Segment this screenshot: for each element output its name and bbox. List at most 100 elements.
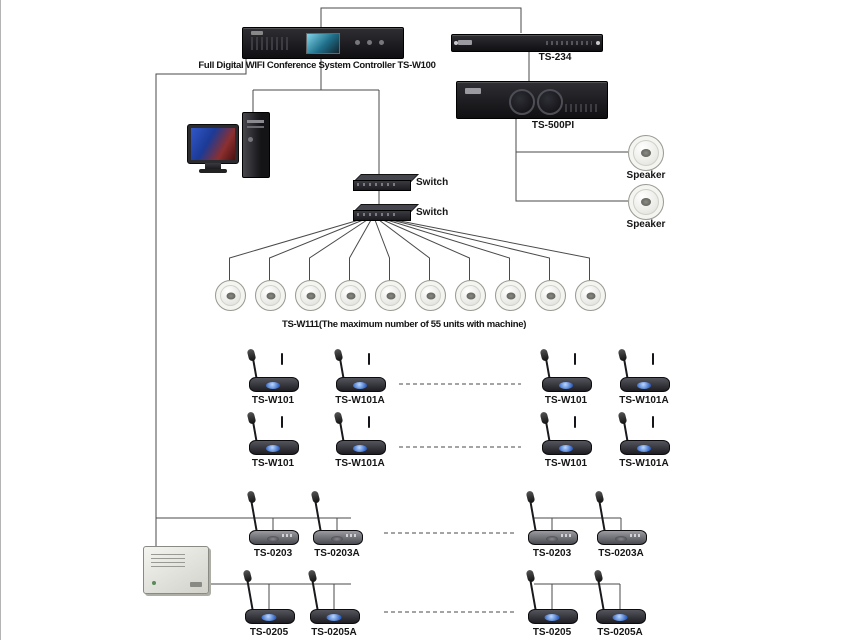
antenna bbox=[368, 416, 370, 428]
mic-label: TS-W101A bbox=[335, 458, 385, 469]
mic-label: TS-0205 bbox=[532, 627, 572, 638]
wifi-unit bbox=[255, 280, 286, 311]
mic-label: TS-W101A bbox=[619, 395, 669, 406]
mic-capsule bbox=[617, 348, 628, 362]
screw bbox=[596, 41, 600, 45]
mic-display bbox=[612, 614, 628, 621]
wifi-unit bbox=[575, 280, 606, 311]
amp-dial bbox=[537, 89, 563, 115]
mic-display bbox=[353, 445, 367, 452]
mic-capsule bbox=[246, 348, 257, 362]
knob bbox=[379, 40, 384, 45]
vent-grille bbox=[546, 41, 592, 45]
mic-label: TS-W101 bbox=[251, 458, 295, 469]
monitor-base bbox=[199, 169, 227, 173]
drive-bay bbox=[247, 126, 264, 128]
mic-capsule bbox=[617, 411, 628, 425]
mic-display bbox=[266, 445, 280, 452]
switch-2-label: Switch bbox=[416, 207, 449, 218]
mic-capsule bbox=[307, 569, 318, 583]
mic-display bbox=[326, 614, 342, 621]
antenna bbox=[281, 416, 283, 428]
conference-controller-device bbox=[242, 27, 404, 59]
wifi-unit bbox=[535, 280, 566, 311]
wireless-mic-unit bbox=[536, 348, 596, 392]
drive-bay bbox=[247, 120, 264, 123]
speaker-1-label: Speaker bbox=[626, 170, 666, 181]
switch-1-label: Switch bbox=[416, 177, 449, 188]
wifi-unit bbox=[495, 280, 526, 311]
mic-capsule bbox=[246, 411, 257, 425]
speaker-1 bbox=[628, 135, 664, 171]
wireless-mic-unit bbox=[614, 411, 674, 455]
mic-capsule bbox=[593, 569, 604, 583]
antenna bbox=[574, 416, 576, 428]
wired-mic-unit bbox=[522, 489, 582, 545]
amp-dial bbox=[509, 89, 535, 115]
mic-label: TS-0205A bbox=[597, 627, 643, 638]
mic-label: TS-0205A bbox=[311, 627, 357, 638]
monitor-stand bbox=[205, 163, 221, 170]
wired-mic-unit bbox=[591, 489, 651, 545]
antenna bbox=[574, 353, 576, 365]
computer-monitor bbox=[187, 124, 239, 173]
mic-display bbox=[546, 536, 558, 542]
wired-mic-unit bbox=[590, 568, 650, 624]
knob bbox=[367, 40, 372, 45]
mic-display bbox=[331, 536, 343, 542]
antenna bbox=[652, 416, 654, 428]
mic-display bbox=[261, 614, 277, 621]
mic-display bbox=[615, 536, 627, 542]
switch-ports bbox=[357, 183, 397, 186]
mic-capsule bbox=[310, 490, 321, 504]
mic-capsule bbox=[525, 569, 536, 583]
wifi-unit bbox=[375, 280, 406, 311]
mic-capsule bbox=[242, 569, 253, 583]
wireless-mic-unit bbox=[243, 411, 303, 455]
mic-label: TS-0203A bbox=[314, 548, 360, 559]
ts234-device bbox=[451, 34, 603, 52]
antenna bbox=[281, 353, 283, 365]
mic-display bbox=[266, 382, 280, 389]
mic-label: TS-0203A bbox=[598, 548, 644, 559]
wireless-mic-unit bbox=[614, 348, 674, 392]
speaker-2 bbox=[628, 184, 664, 220]
mic-label: TS-W101 bbox=[251, 395, 295, 406]
mic-label: TS-W101A bbox=[619, 458, 669, 469]
wired-mic-unit bbox=[304, 568, 364, 624]
output-port bbox=[190, 582, 202, 587]
mic-label: TS-0203 bbox=[253, 548, 293, 559]
power-led bbox=[152, 581, 156, 585]
wired-mic-unit bbox=[243, 489, 303, 545]
wifi-unit bbox=[455, 280, 486, 311]
wifi-unit bbox=[295, 280, 326, 311]
screw bbox=[454, 41, 458, 45]
mic-label: TS-W101 bbox=[544, 395, 588, 406]
amplifier-label: TS-500PI bbox=[531, 120, 575, 131]
mic-label: TS-W101A bbox=[335, 395, 385, 406]
wired-mic-unit bbox=[522, 568, 582, 624]
label-text-lines bbox=[151, 554, 185, 568]
mic-capsule bbox=[333, 411, 344, 425]
mic-display bbox=[637, 445, 651, 452]
wifi-unit bbox=[215, 280, 246, 311]
power-supply-device bbox=[143, 546, 209, 594]
brand-mark bbox=[458, 40, 472, 45]
mic-capsule bbox=[594, 490, 605, 504]
wireless-mic-unit bbox=[330, 348, 390, 392]
mic-label: TS-W101 bbox=[544, 458, 588, 469]
mic-capsule bbox=[525, 490, 536, 504]
power-button bbox=[248, 137, 253, 142]
amplifier-device bbox=[456, 81, 608, 119]
wired-mic-unit bbox=[239, 568, 299, 624]
antenna bbox=[652, 353, 654, 365]
wireless-mic-unit bbox=[243, 348, 303, 392]
vent-grille bbox=[251, 37, 291, 50]
controller-screen bbox=[306, 33, 340, 54]
mic-capsule bbox=[333, 348, 344, 362]
antenna bbox=[368, 353, 370, 365]
mic-display bbox=[353, 382, 367, 389]
switch-ports bbox=[357, 213, 397, 216]
mic-display bbox=[267, 536, 279, 542]
